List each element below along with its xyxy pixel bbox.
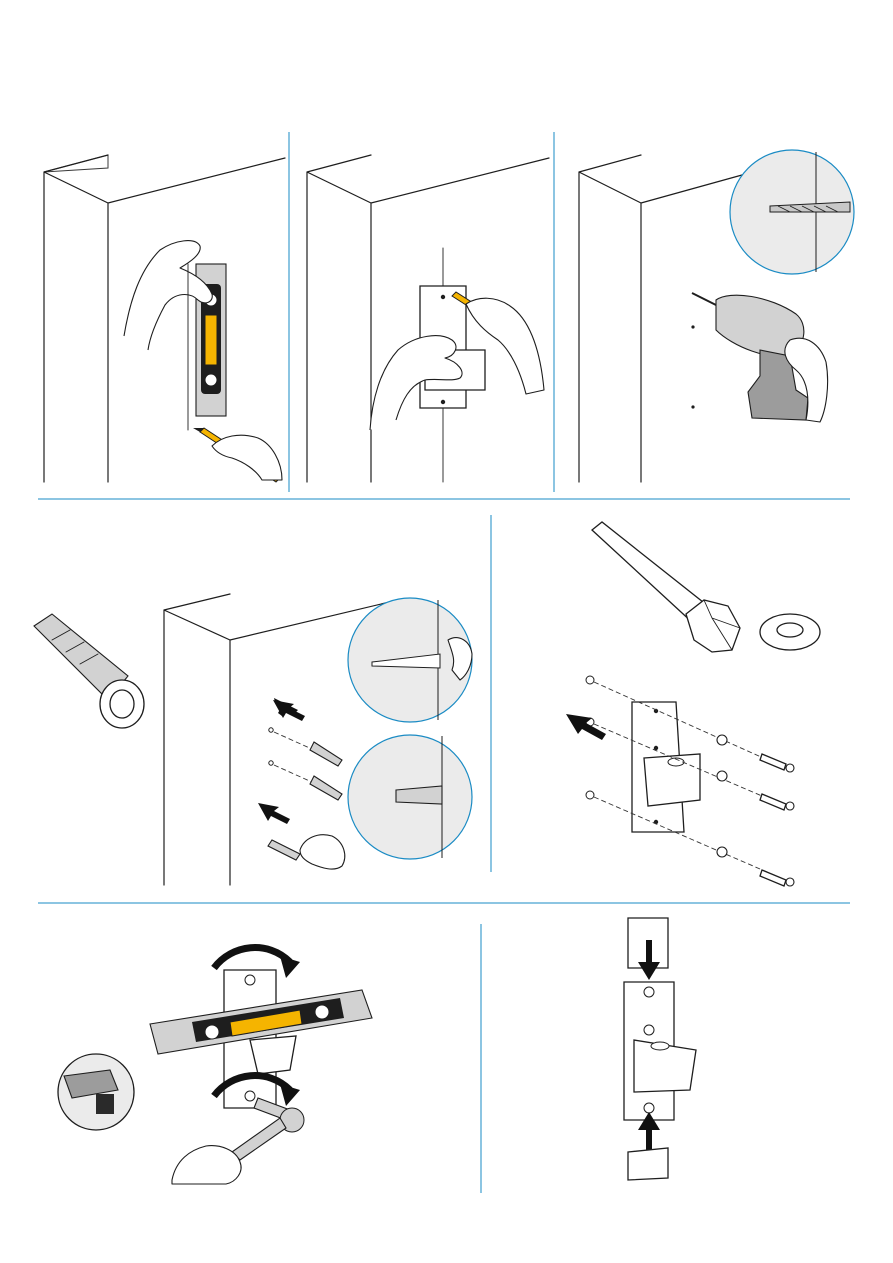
washer-icon bbox=[760, 614, 820, 650]
cover-cap-icon bbox=[628, 1148, 668, 1180]
rotate-arrow-icon bbox=[214, 948, 290, 968]
panel-insert-wall-plugs bbox=[34, 594, 472, 885]
push-arrow-icon bbox=[258, 698, 305, 824]
panel-mark-holes bbox=[307, 155, 549, 482]
hex-bolt-icon bbox=[592, 522, 740, 652]
screw-icon bbox=[760, 754, 794, 886]
mounting-plate-icon bbox=[624, 982, 696, 1120]
washer-icon bbox=[717, 735, 727, 857]
panel-fit-bolt-and-washers bbox=[566, 522, 820, 886]
mounting-plate-icon bbox=[632, 702, 700, 832]
wall-plug-detail-icon bbox=[348, 598, 472, 859]
panel-drill-holes bbox=[579, 150, 854, 482]
panel-fit-cover-caps bbox=[624, 918, 696, 1180]
push-arrow-icon bbox=[566, 714, 606, 740]
drill-bit-detail-icon bbox=[730, 150, 854, 274]
down-arrow-icon bbox=[646, 940, 652, 964]
wall-plug-icon bbox=[34, 614, 144, 728]
panel-mark-with-level bbox=[44, 155, 285, 482]
panel-level-and-tighten bbox=[58, 948, 372, 1184]
socket-detail-icon bbox=[58, 1054, 134, 1130]
